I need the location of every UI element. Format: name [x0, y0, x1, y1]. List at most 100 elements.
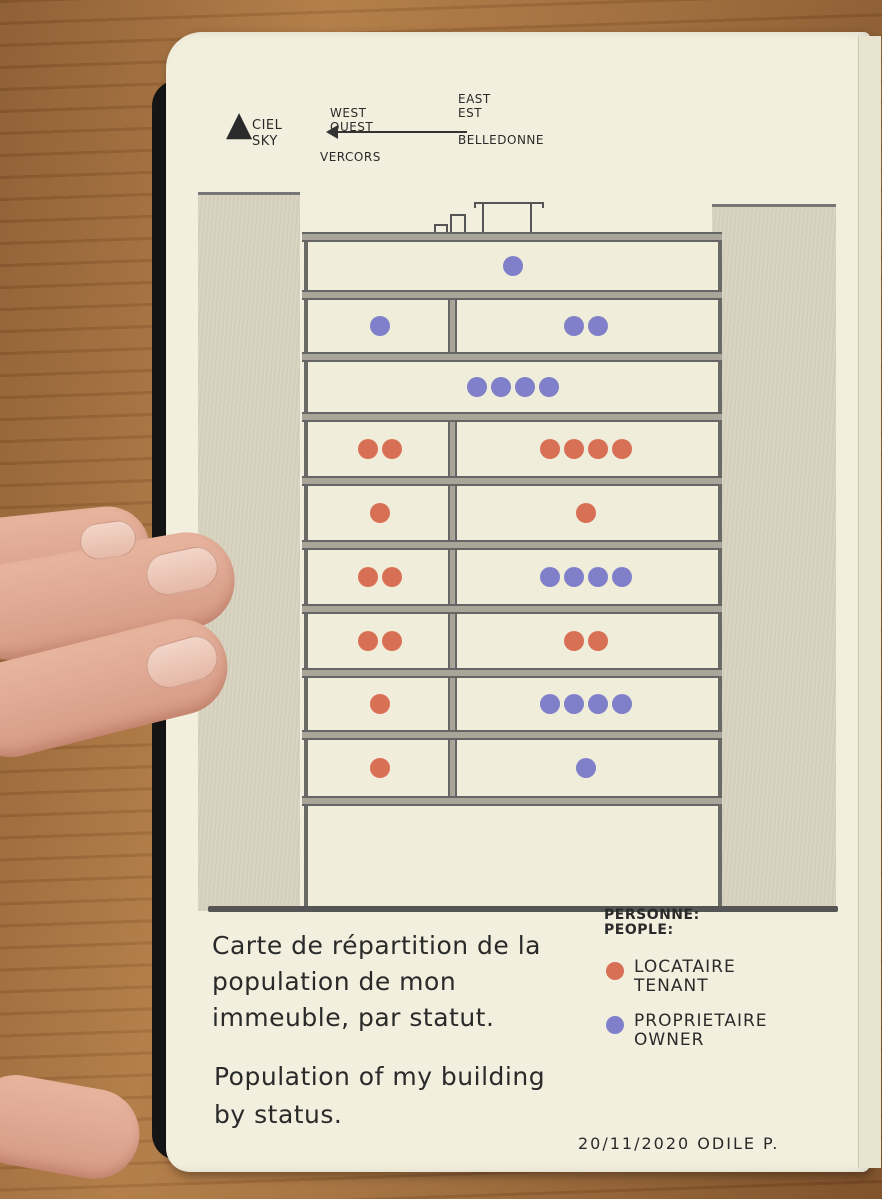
tenant-dot — [358, 439, 378, 459]
apartment-unit — [312, 362, 714, 412]
apartment-unit — [312, 486, 448, 540]
owner-dot — [539, 567, 560, 587]
roof-antenna-pole-left — [482, 204, 484, 236]
east-label-en: EAST — [458, 92, 491, 106]
tenant-dot — [575, 503, 596, 523]
owner-dot — [563, 316, 584, 336]
roof-chimney-2 — [450, 214, 466, 238]
legend-owner-en: OWNER — [634, 1030, 705, 1050]
owner-dot — [587, 694, 608, 714]
floor-slab — [302, 796, 722, 806]
apartment-unit — [312, 242, 714, 290]
west-label-fr: OUEST — [330, 120, 374, 134]
owner-dot — [539, 377, 559, 397]
legend-tenant-label: LOCATAIRE TENANT — [634, 958, 736, 996]
owner-dot — [575, 758, 596, 778]
owner-dot — [563, 694, 584, 714]
east-label: EAST EST — [458, 92, 491, 120]
tenant-dot — [587, 439, 608, 459]
west-east-arrow-line — [335, 131, 467, 133]
neighbor-building-east — [712, 204, 836, 911]
tenant-dot — [539, 439, 560, 459]
owner-dot — [370, 316, 390, 336]
legend-item-tenant: LOCATAIRE TENANT — [606, 958, 736, 996]
legend-tenant-en: TENANT — [634, 976, 709, 996]
owner-dot — [611, 567, 632, 587]
legend-item-owner: PROPRIETAIRE OWNER — [606, 1012, 768, 1050]
tenant-dot — [370, 758, 390, 778]
legend-tenant-fr: LOCATAIRE — [634, 957, 736, 977]
legend-title: PERSONNE: PEOPLE: — [604, 908, 700, 938]
tenant-dot — [382, 439, 402, 459]
apartment-unit — [312, 550, 448, 604]
apartment-unit — [457, 614, 714, 668]
tenant-dot — [611, 439, 632, 459]
legend-owner-label: PROPRIETAIRE OWNER — [634, 1012, 768, 1050]
owner-dot-icon — [606, 1016, 624, 1034]
roof-chimney-1 — [434, 224, 448, 238]
tenant-dot — [370, 694, 390, 714]
floor-slab — [302, 352, 722, 362]
sky-label: CIEL SKY — [252, 118, 282, 150]
sky-label-fr: CIEL — [252, 118, 283, 133]
roof-antenna-frame — [474, 202, 544, 208]
apartment-unit — [312, 300, 448, 352]
owner-dot — [503, 256, 523, 276]
owner-dot — [587, 567, 608, 587]
owner-dot — [587, 316, 608, 336]
apartment-unit — [457, 486, 714, 540]
apartment-unit — [457, 740, 714, 796]
floor-slab — [302, 604, 722, 614]
tenant-dot — [370, 503, 390, 523]
sky-label-en: SKY — [252, 134, 278, 149]
owner-dot — [611, 694, 632, 714]
legend-owner-fr: PROPRIETAIRE — [634, 1011, 768, 1031]
roof-antenna-pole-right — [530, 204, 532, 236]
east-place-label: BELLEDONNE — [458, 133, 544, 147]
ground-line — [208, 906, 838, 912]
unit-partition-wall — [448, 486, 457, 540]
west-label-en: WEST — [330, 106, 367, 120]
sky-arrow-icon: ▲ — [226, 104, 253, 144]
apartment-unit — [457, 678, 714, 730]
floor-slab — [302, 412, 722, 422]
tenant-dot — [587, 631, 608, 651]
caption-english: Population of my building by status. — [214, 1062, 546, 1129]
owner-dot — [539, 694, 560, 714]
tenant-dot — [358, 567, 378, 587]
floor-slab — [302, 540, 722, 550]
apartment-unit — [457, 300, 714, 352]
unit-partition-wall — [448, 678, 457, 730]
unit-partition-wall — [448, 550, 457, 604]
tenant-dot — [563, 439, 584, 459]
floor-slab — [302, 232, 722, 242]
apartment-unit — [457, 550, 714, 604]
tenant-dot — [358, 631, 378, 651]
tenant-dot — [382, 631, 402, 651]
apartment-unit — [312, 422, 448, 476]
apartment-unit — [457, 422, 714, 476]
west-arrow-head-icon — [326, 125, 338, 139]
west-label: WEST OUEST — [330, 106, 373, 134]
unit-partition-wall — [448, 300, 457, 352]
floor-slab — [302, 476, 722, 486]
tenant-dot-icon — [606, 962, 624, 980]
date-signature: 20/11/2020 ODILE P. — [578, 1134, 780, 1153]
tenant-dot — [382, 567, 402, 587]
unit-partition-wall — [448, 740, 457, 796]
floor-slab — [302, 290, 722, 300]
unit-partition-wall — [448, 422, 457, 476]
owner-dot — [563, 567, 584, 587]
east-label-fr: EST — [458, 106, 483, 120]
tenant-dot — [563, 631, 584, 651]
floor-slab — [302, 668, 722, 678]
apartment-unit — [312, 678, 448, 730]
legend-title-fr: PERSONNE: — [604, 907, 700, 923]
floor-slab — [302, 730, 722, 740]
owner-dot — [467, 377, 487, 397]
legend-title-en: PEOPLE: — [604, 922, 674, 938]
page-stack-edge — [858, 36, 881, 1168]
apartment-unit — [312, 614, 448, 668]
west-place-label: VERCORS — [320, 150, 381, 164]
caption-french: Carte de répartition de la population de… — [212, 931, 542, 1032]
